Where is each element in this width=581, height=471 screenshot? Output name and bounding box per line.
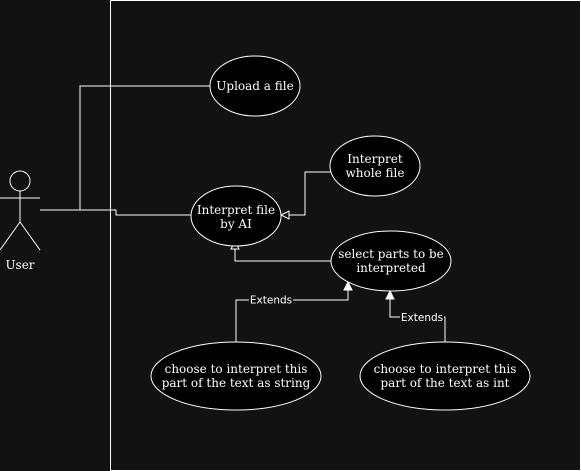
use-case-as-string-line1: choose to interpret this bbox=[165, 362, 308, 376]
actor-right-leg bbox=[19, 221, 41, 251]
use-case-as-int[interactable]: choose to interpret this part of the tex… bbox=[359, 341, 531, 411]
actor-label: User bbox=[5, 258, 34, 272]
use-case-as-int-line2: part of the text as int bbox=[381, 376, 510, 390]
use-case-interpret-ai-line2: by AI bbox=[220, 217, 252, 231]
actor-head bbox=[9, 170, 31, 192]
actor-left-leg bbox=[0, 221, 21, 251]
extends-arrowhead-int bbox=[385, 289, 395, 300]
use-case-interpret-ai-shape bbox=[190, 185, 282, 247]
extends-label-right: Extends bbox=[401, 312, 443, 324]
association-user-interpret bbox=[40, 209, 191, 216]
use-case-interpret-whole-line1: Interpret bbox=[347, 152, 403, 166]
extends-label-left: Extends bbox=[250, 295, 292, 307]
use-case-upload-line1: Upload a file bbox=[216, 79, 293, 93]
use-case-interpret-whole[interactable]: Interpret whole file bbox=[329, 135, 421, 197]
use-case-interpret-whole-line2: whole file bbox=[346, 166, 405, 180]
use-case-as-string-shape bbox=[150, 341, 322, 411]
extends-label-bg-left bbox=[249, 294, 293, 306]
actor-user bbox=[0, 170, 41, 251]
use-case-interpret-ai[interactable]: Interpret file by AI bbox=[190, 185, 282, 247]
generalization-select-to-ai bbox=[234, 249, 331, 262]
generalization-whole-to-ai bbox=[289, 171, 331, 216]
use-case-as-int-line1: choose to interpret this bbox=[374, 362, 517, 376]
use-case-as-string[interactable]: choose to interpret this part of the tex… bbox=[150, 341, 322, 411]
generalization-arrowhead-whole bbox=[279, 210, 290, 220]
use-case-upload-shape bbox=[209, 55, 301, 117]
extends-arrowhead-string bbox=[343, 280, 353, 291]
use-case-interpret-whole-shape bbox=[329, 135, 421, 197]
extends-label-bg-right bbox=[400, 311, 444, 323]
use-case-select-parts-line2: interpreted bbox=[356, 261, 426, 275]
use-case-as-string-line2: part of the text as string bbox=[162, 376, 311, 390]
use-case-as-int-shape bbox=[359, 341, 531, 411]
use-case-select-parts-line1: select parts to be bbox=[338, 247, 444, 261]
use-case-interpret-ai-line1: Interpret file bbox=[197, 203, 275, 217]
use-case-select-parts[interactable]: select parts to be interpreted bbox=[330, 230, 452, 292]
use-case-upload[interactable]: Upload a file bbox=[209, 55, 301, 117]
use-case-select-parts-shape bbox=[330, 230, 452, 292]
